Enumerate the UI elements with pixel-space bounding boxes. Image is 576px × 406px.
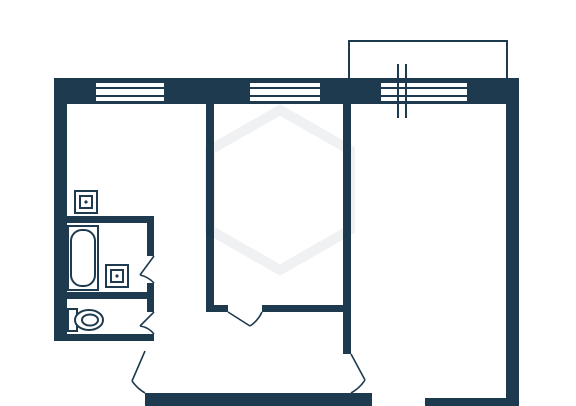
window-middle-room xyxy=(250,83,320,101)
bathroom-sink-icon xyxy=(105,264,129,288)
wall-toilet-right-bottom xyxy=(147,334,154,341)
outer-wall-bottom-right xyxy=(425,398,519,406)
balcony-door xyxy=(397,64,407,118)
door-right-room xyxy=(350,353,366,394)
outer-wall-bottom xyxy=(145,393,372,406)
wall-toilet-right xyxy=(147,299,154,312)
outer-wall-left xyxy=(54,78,67,338)
door-toilet xyxy=(139,311,155,335)
kitchen-sink-icon xyxy=(74,190,98,214)
wall-middle-bottom-left xyxy=(206,305,228,312)
wall-middle-bottom-right xyxy=(262,305,351,312)
bathtub-icon xyxy=(67,225,99,291)
wall-kitchen-middle xyxy=(206,104,214,312)
outer-wall-right xyxy=(506,78,519,406)
wall-bath-top xyxy=(54,216,154,223)
toilet-icon xyxy=(67,308,104,332)
window-kitchen xyxy=(96,83,164,101)
wall-bath-right-bottom xyxy=(147,283,154,297)
door-entrance xyxy=(131,350,146,394)
door-bathroom xyxy=(139,255,155,284)
balcony xyxy=(348,40,508,80)
watermark-logo xyxy=(205,104,355,276)
wall-bath-toilet xyxy=(54,292,154,299)
door-middle-room xyxy=(227,311,263,327)
window-right-room xyxy=(381,83,467,101)
wall-bath-right-top xyxy=(147,216,154,256)
wall-toilet-bottom xyxy=(54,334,154,341)
wall-middle-right xyxy=(343,104,351,354)
